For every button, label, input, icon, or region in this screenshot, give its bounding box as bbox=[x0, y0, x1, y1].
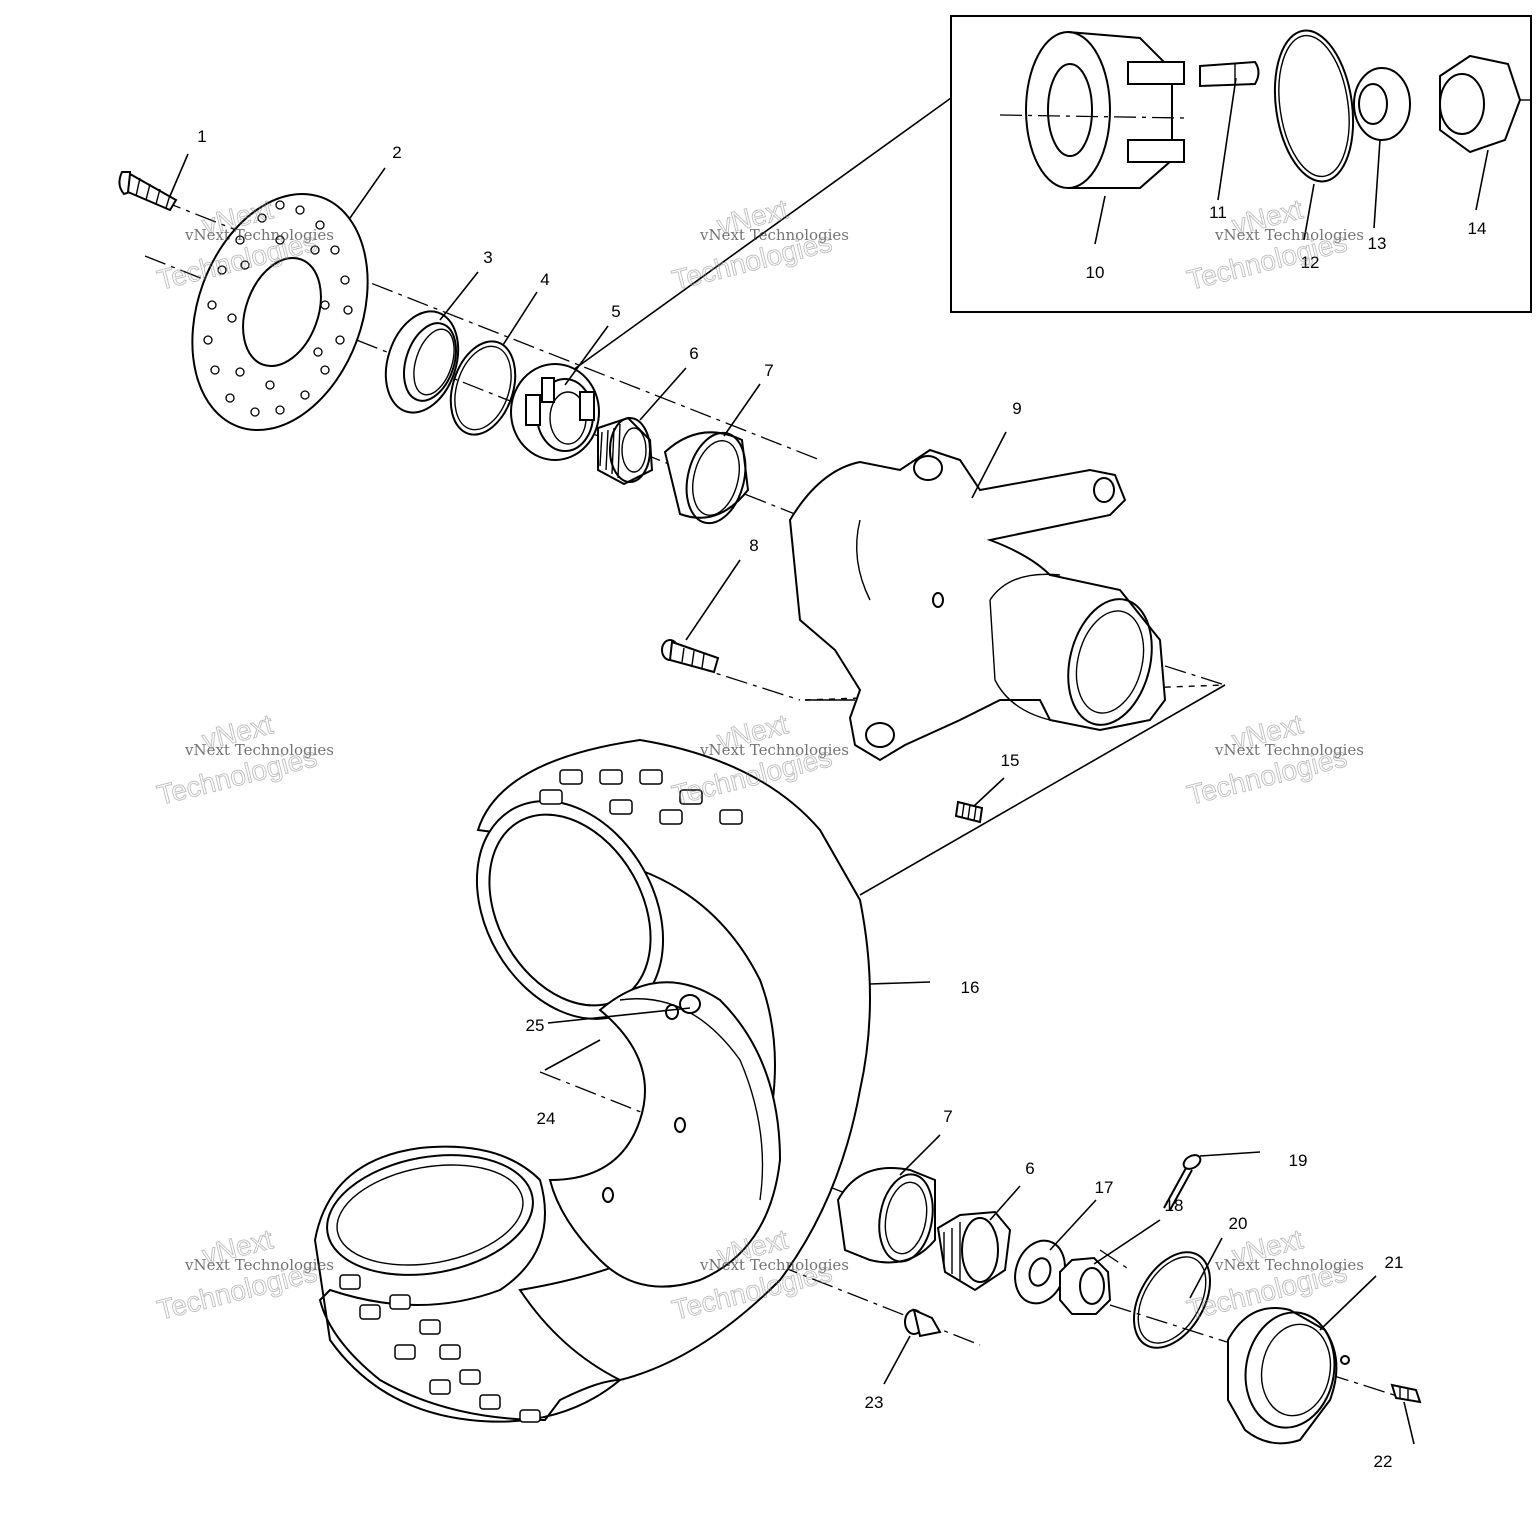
part-11-pin bbox=[1199, 60, 1260, 88]
part-7-race-lower bbox=[836, 1167, 936, 1264]
callout-4: 4 bbox=[540, 270, 549, 289]
callout-13: 13 bbox=[1368, 234, 1387, 253]
part-2-brake-disc bbox=[191, 192, 369, 432]
callout-24: 24 bbox=[537, 1109, 556, 1128]
watermark-6: vNext Technologies vNext Technologies bbox=[1184, 708, 1365, 811]
svg-text:vNext Technologies: vNext Technologies bbox=[699, 1256, 849, 1274]
part-21-hub-cap bbox=[1227, 1307, 1350, 1445]
callout-19: 19 bbox=[1289, 1151, 1308, 1170]
callout-2: 2 bbox=[392, 143, 401, 162]
watermark-7: vNext Technologies vNext Technologies bbox=[154, 1223, 335, 1326]
part-13-washer bbox=[1353, 67, 1411, 141]
detail-inset bbox=[547, 15, 1532, 389]
callout-22: 22 bbox=[1374, 1452, 1393, 1471]
part-16-tire-lower bbox=[313, 1145, 623, 1423]
callout-10: 10 bbox=[1086, 263, 1105, 282]
callout-7a: 7 bbox=[764, 361, 773, 380]
callout-5: 5 bbox=[611, 302, 620, 321]
callout-23: 23 bbox=[865, 1393, 884, 1412]
callout-6b: 6 bbox=[1025, 1159, 1034, 1178]
watermark-4: vNext Technologies vNext Technologies bbox=[154, 708, 335, 811]
part-6-bearing-lower bbox=[936, 1210, 1012, 1292]
part-3-seal bbox=[384, 310, 460, 414]
part-5-clutch-cage bbox=[510, 363, 600, 461]
callout-11: 11 bbox=[1209, 203, 1227, 222]
svg-text:vNext Technologies: vNext Technologies bbox=[699, 226, 849, 244]
svg-text:vNext Technologies: vNext Technologies bbox=[1214, 226, 1364, 244]
callout-16: 16 bbox=[961, 978, 980, 997]
part-9-knuckle-hub bbox=[788, 448, 1167, 762]
leader-lines bbox=[169, 153, 1415, 1445]
callout-1: 1 bbox=[197, 127, 206, 146]
part-7-race-upper bbox=[663, 431, 750, 525]
part-23-lug-nut bbox=[904, 1308, 942, 1338]
part-1-bolt bbox=[118, 171, 178, 212]
callout-6a: 6 bbox=[689, 344, 698, 363]
callout-25: 25 bbox=[526, 1016, 545, 1035]
callout-14: 14 bbox=[1468, 219, 1487, 238]
part-15-set-screw bbox=[954, 800, 984, 824]
callout-12: 12 bbox=[1301, 253, 1320, 272]
callout-15: 15 bbox=[1001, 751, 1020, 770]
svg-text:vNext Technologies: vNext Technologies bbox=[184, 1256, 334, 1274]
part-25-valve-stem bbox=[679, 994, 701, 1014]
callout-17: 17 bbox=[1095, 1178, 1114, 1197]
callout-20: 20 bbox=[1229, 1214, 1248, 1233]
part-19-cotter-pin bbox=[1163, 1154, 1202, 1211]
svg-text:vNext Technologies: vNext Technologies bbox=[1214, 741, 1364, 759]
callout-18: 18 bbox=[1165, 1196, 1184, 1215]
watermark-2: vNext Technologies vNext Technologies bbox=[669, 193, 850, 296]
part-16-tire bbox=[475, 738, 871, 1382]
svg-text:vNext Technologies: vNext Technologies bbox=[699, 741, 849, 759]
callout-labels: 1 2 3 4 5 6 7 8 9 10 11 12 13 14 15 16 2… bbox=[197, 127, 1486, 1471]
callout-8: 8 bbox=[749, 536, 758, 555]
callout-9: 9 bbox=[1012, 399, 1021, 418]
callout-3: 3 bbox=[483, 248, 492, 267]
svg-text:vNext Technologies: vNext Technologies bbox=[1214, 1256, 1364, 1274]
part-18-castle-nut bbox=[1059, 1256, 1112, 1315]
part-4-snap-ring bbox=[449, 340, 517, 436]
part-24-rim bbox=[548, 981, 782, 1288]
part-14-nut bbox=[1439, 54, 1531, 154]
part-22-screw bbox=[1390, 1383, 1422, 1404]
svg-text:vNext Technologies: vNext Technologies bbox=[184, 226, 334, 244]
callout-7b: 7 bbox=[943, 1107, 952, 1126]
callout-21: 21 bbox=[1385, 1253, 1404, 1272]
part-10-hub bbox=[999, 31, 1186, 189]
part-20-oring bbox=[1133, 1251, 1211, 1349]
part-6-bearing-upper bbox=[597, 416, 654, 486]
part-12-oring bbox=[1273, 29, 1355, 183]
svg-text:vNext Technologies: vNext Technologies bbox=[184, 741, 334, 759]
part-8-bolt bbox=[661, 639, 720, 674]
